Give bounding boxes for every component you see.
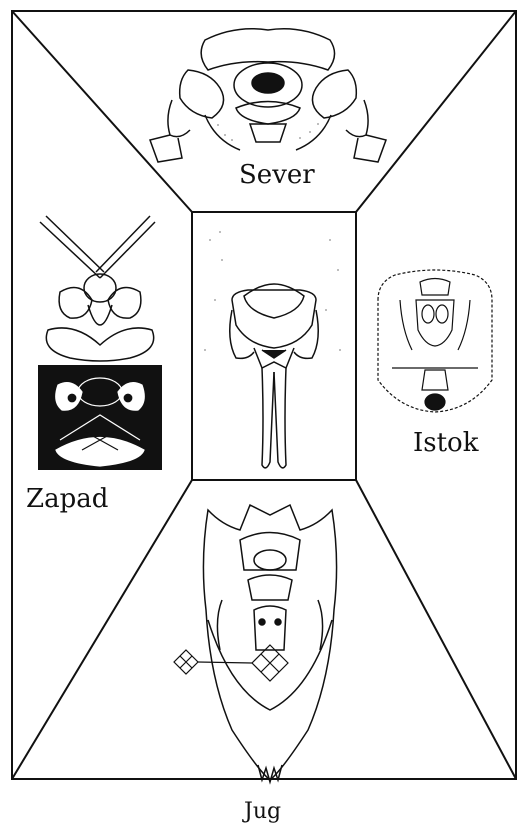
east-figure-icon — [378, 270, 492, 412]
center-frame — [192, 212, 356, 480]
north-figure-icon — [150, 29, 386, 162]
direction-label-south: Jug — [244, 799, 281, 824]
center-stipple — [204, 231, 341, 351]
direction-label-north: Sever — [239, 160, 315, 190]
center-figure-icon — [230, 284, 319, 468]
direction-label-east: Istok — [413, 428, 478, 458]
south-figure-icon — [203, 505, 336, 782]
west-figure-icon — [40, 216, 155, 361]
direction-label-west: Zapad — [26, 484, 108, 514]
north-stipple — [217, 123, 319, 141]
